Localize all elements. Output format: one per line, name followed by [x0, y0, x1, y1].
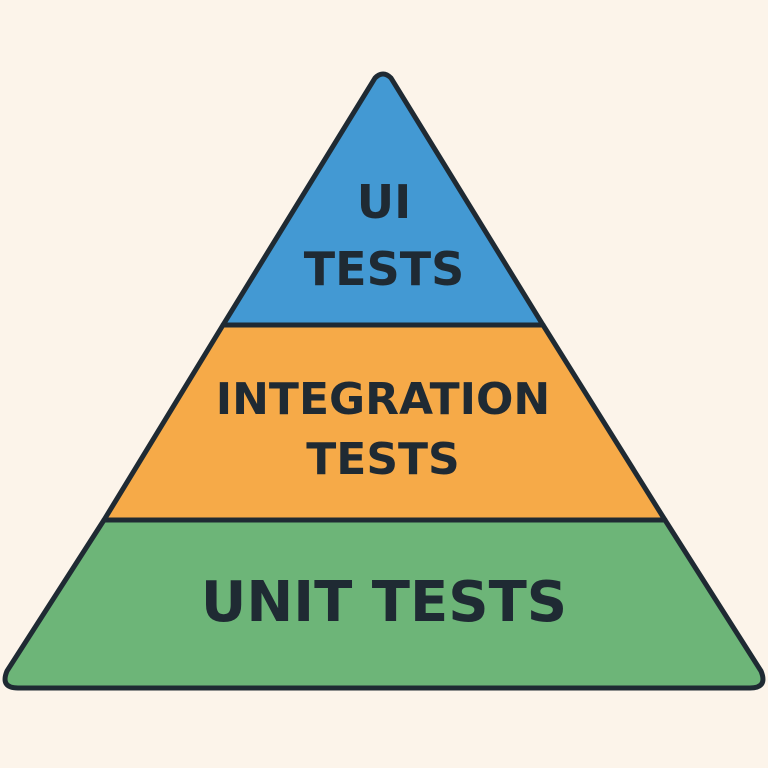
- layer-ui-tests-line-2: TESTS: [304, 242, 464, 296]
- layer-integration-tests-line-2: TESTS: [306, 434, 459, 485]
- layer-unit-tests-label: UNIT TESTS: [201, 570, 567, 635]
- layer-ui-tests-line-1: UI: [357, 175, 411, 229]
- layer-ui-tests: [220, 71, 546, 328]
- layer-integration-tests-line-1: INTEGRATION: [216, 374, 551, 425]
- layer-unit-tests: [2, 517, 766, 691]
